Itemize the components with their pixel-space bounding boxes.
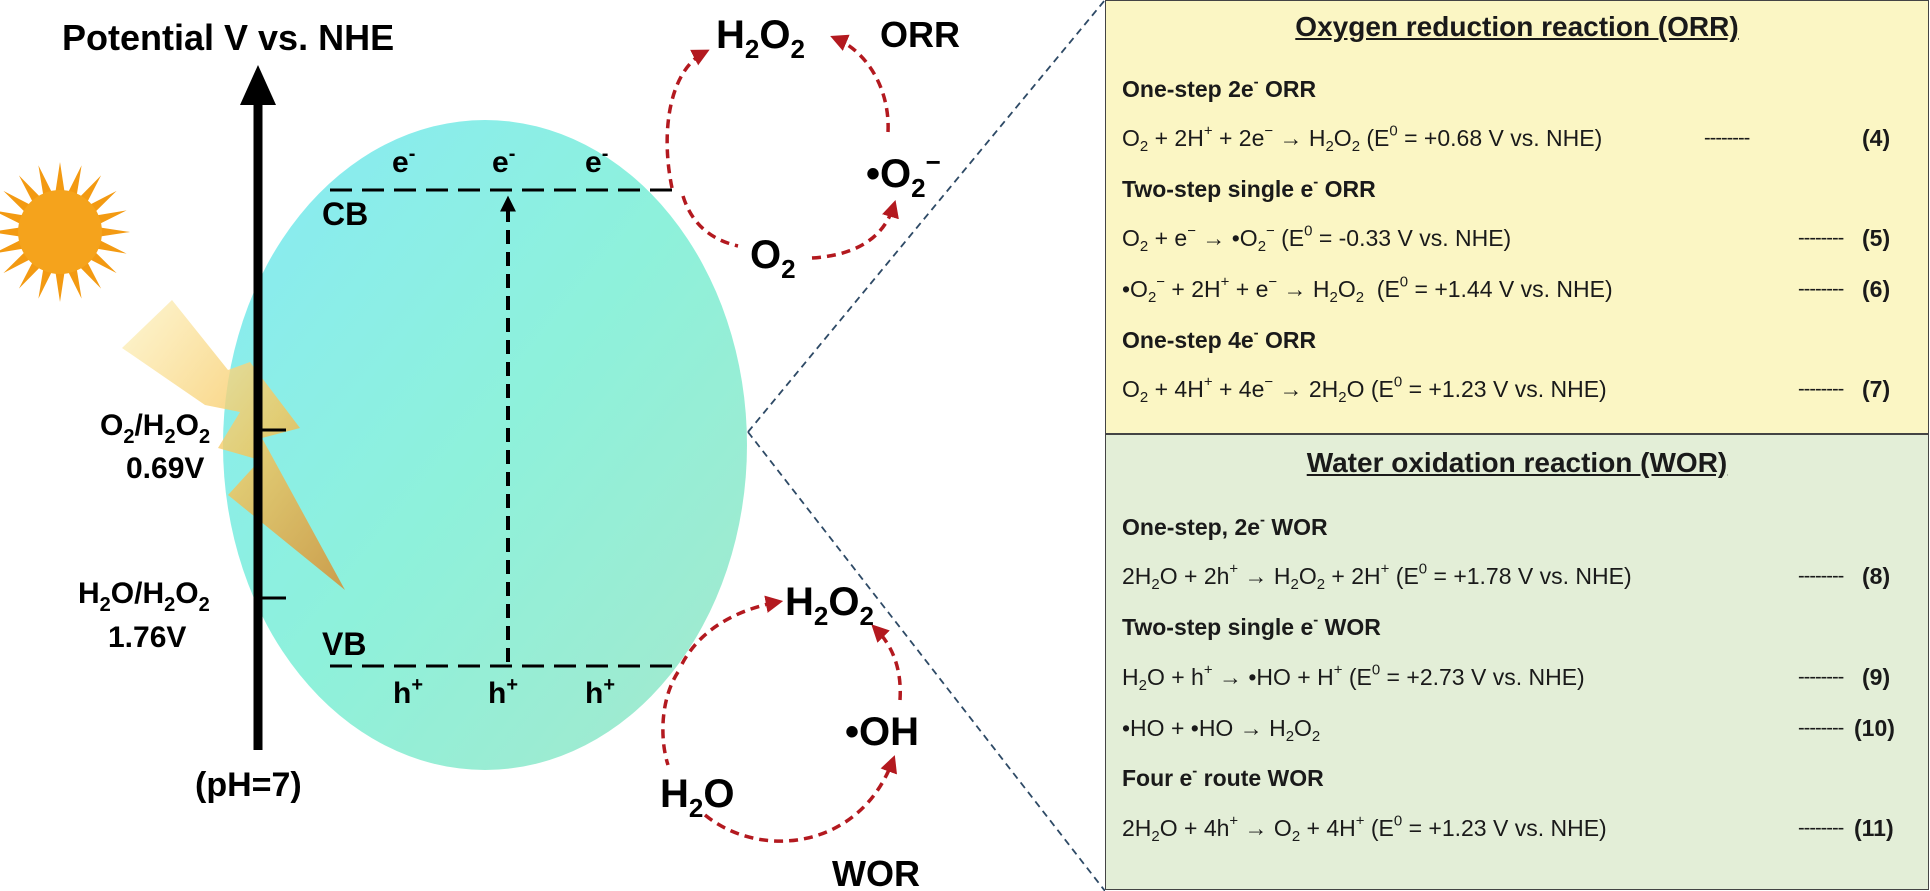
wor-equation-8: 2H2O + 2h+ → H2O2 + 2H+ (E0 = +1.78 V vs… xyxy=(1122,560,1632,594)
equation-number-5: (5) xyxy=(1862,225,1891,251)
o2-h2o2-couple-label: O2/H2O2 xyxy=(100,409,210,448)
sun-ray xyxy=(55,269,65,302)
orr-step-one-2e: One-step 2e- ORR xyxy=(1122,73,1317,102)
leader-dashes: -------- xyxy=(1798,378,1844,400)
sun-ray xyxy=(3,190,33,214)
axis-title: Potential V vs. NHE xyxy=(62,17,394,58)
equation-number-6: (6) xyxy=(1862,276,1891,302)
ph-label: (pH=7) xyxy=(195,766,302,804)
sun-ray xyxy=(0,239,26,253)
orr-equation-4: O2 + 2H+ + 2e− → H2O2 (E0 = +0.68 V vs. … xyxy=(1122,122,1603,156)
equation-number-4: (4) xyxy=(1862,125,1891,151)
sun-ray xyxy=(55,162,65,195)
leader-dashes: -------- xyxy=(1704,127,1750,149)
sun-ray xyxy=(18,175,42,205)
orr-equations-panel: Oxygen reduction reaction (ORR) One-step… xyxy=(1105,0,1929,434)
wor-equation-11: 2H2O + 4h+ → O2 + 4H+ (E0 = +1.23 V vs. … xyxy=(1122,812,1607,846)
leader-dashes: -------- xyxy=(1798,278,1844,300)
wor-product-h2o2: H2O2 xyxy=(785,580,874,631)
orr-arrow-cb-to-h2o2 xyxy=(665,49,710,189)
sun-ray xyxy=(67,266,82,299)
sun-ray xyxy=(78,175,102,205)
wor-step-four-e: Four e- route WOR xyxy=(1122,762,1324,791)
sun-ray xyxy=(38,266,53,299)
equation-number-10: (10) xyxy=(1854,715,1895,741)
wor-arrow-h2o-to-hydroxyl xyxy=(703,755,897,843)
semiconductor-particle xyxy=(223,120,747,770)
hydroxyl-label: •OH xyxy=(845,710,919,754)
orr-equation-5: O2 + e− → •O2− (E0 = -0.33 V vs. NHE) xyxy=(1122,222,1512,256)
orr-arrow-cb-to-o2 xyxy=(681,195,739,248)
equation-number-8: (8) xyxy=(1862,563,1891,589)
equation-number-11: (11) xyxy=(1854,815,1894,841)
o2-reactant-label: O2 xyxy=(750,233,796,284)
leader-dashes: -------- xyxy=(1798,565,1844,587)
orr-equation-6: •O2− + 2H+ + e− → H2O2 (E0 = +1.44 V vs.… xyxy=(1122,273,1613,307)
lightning-bolt-icon xyxy=(122,300,345,590)
wor-equations-panel: Water oxidation reaction (WOR) One-step,… xyxy=(1105,434,1929,890)
sun-ray xyxy=(0,211,26,225)
cb-label: CB xyxy=(322,196,368,232)
wor-arrow-vb-to-h2o xyxy=(661,671,680,766)
orr-panel-title: Oxygen reduction reaction (ORR) xyxy=(1295,11,1739,42)
sun-ray xyxy=(94,210,127,225)
sun-ray xyxy=(97,227,130,237)
wor-step-one-2e: One-step, 2e- WOR xyxy=(1122,511,1328,540)
equation-number-7: (7) xyxy=(1862,376,1891,402)
leader-dashes: -------- xyxy=(1798,717,1844,739)
band-diagram: Potential V vs. NHE (pH=7) O2/H2O2 0.69V… xyxy=(0,0,1105,891)
wor-panel-title: Water oxidation reaction (WOR) xyxy=(1306,447,1728,478)
orr-equation-7: O2 + 4H+ + 4e− → 2H2O (E0 = +1.23 V vs. … xyxy=(1122,373,1607,407)
wor-step-two-single-e: Two-step single e- WOR xyxy=(1122,611,1381,640)
sun-ray xyxy=(87,250,117,274)
wor-equation-10: •HO + •HO → H2O2 xyxy=(1122,715,1321,746)
potential-axis-arrowhead xyxy=(240,65,276,105)
callout-line-top xyxy=(747,0,1105,433)
sun-icon xyxy=(0,162,130,302)
equation-number-9: (9) xyxy=(1862,664,1891,690)
superoxide-label: •O2− xyxy=(866,147,941,203)
callout-line-bottom xyxy=(747,431,1105,891)
sun-ray xyxy=(94,239,127,254)
h2o-h2o2-couple-label: H2O/H2O2 xyxy=(78,577,210,616)
leader-dashes: -------- xyxy=(1798,666,1844,688)
orr-product-h2o2: H2O2 xyxy=(716,13,805,64)
sun-ray xyxy=(78,259,102,289)
orr-step-one-4e: One-step 4e- ORR xyxy=(1122,324,1317,353)
wor-arrow-hydroxyl-to-h2o2 xyxy=(871,624,902,701)
h2o-h2o2-potential: 1.76V xyxy=(108,621,186,654)
sun-ray xyxy=(87,190,117,214)
sun-ray xyxy=(0,227,23,237)
sun-ray xyxy=(38,165,53,198)
vb-label: VB xyxy=(322,626,366,662)
wor-label: WOR xyxy=(832,853,920,891)
orr-arrow-o2-to-superoxide xyxy=(811,199,899,260)
leader-dashes: -------- xyxy=(1798,817,1844,839)
sun-ray xyxy=(3,250,33,274)
sun-ray xyxy=(18,259,42,289)
sun-ray xyxy=(67,165,82,198)
orr-label: ORR xyxy=(880,14,960,55)
orr-step-two-single-e: Two-step single e- ORR xyxy=(1122,173,1376,202)
o2-h2o2-potential: 0.69V xyxy=(126,452,204,485)
wor-equation-9: H2O + h+ → •HO + H+ (E0 = +2.73 V vs. NH… xyxy=(1122,661,1585,695)
leader-dashes: -------- xyxy=(1798,227,1844,249)
h2o-reactant-label: H2O xyxy=(660,772,734,823)
